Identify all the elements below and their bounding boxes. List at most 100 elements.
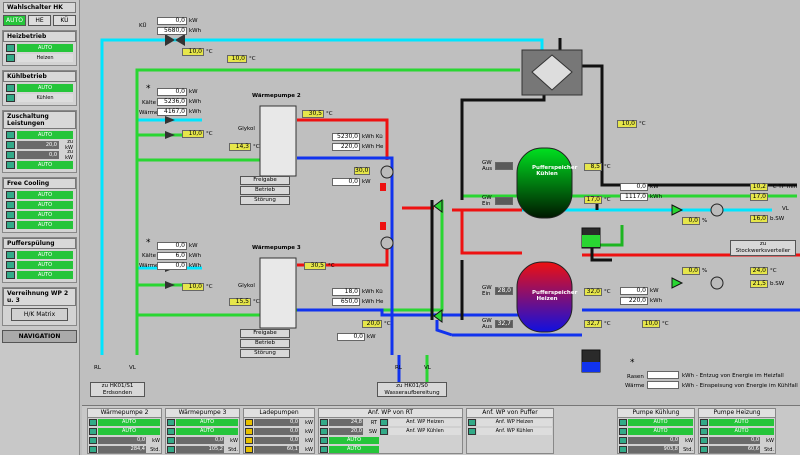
puffer-kuehl-gw-ein: GW Ein	[482, 195, 492, 207]
stockwerksverteiler-button[interactable]: zu Stockwerksverteiler	[730, 240, 796, 256]
pufferspuelung-status-3: AUTO	[17, 270, 73, 279]
expansion-vessel-kuehl-fill	[582, 235, 600, 247]
panel-ladepumpen-unit-2: kW	[305, 428, 313, 435]
wp2-stoerung-button[interactable]: Störung	[240, 196, 290, 205]
valve-wp2-2	[165, 131, 175, 139]
anf-wp-kuehlen-puffer-button[interactable]: Anf. WP Kühlen	[477, 428, 552, 435]
valve-wp3-2	[165, 281, 175, 289]
zu-hk02-wasser-button[interactable]: zu HK01/S0 Wasseraufbereitung	[377, 382, 447, 397]
zuschaltung-unit-2: zu kW	[65, 148, 73, 161]
zuschaltung-icon-4[interactable]	[6, 160, 15, 169]
wp3-stoerung-button[interactable]: Störung	[240, 349, 290, 358]
pufferspuelung-icon-2[interactable]	[6, 260, 15, 269]
pufferspuelung-title: Pufferspülung	[3, 238, 76, 249]
free-cooling-icon-2[interactable]	[6, 200, 15, 209]
pipe-black-right	[582, 64, 797, 187]
vl-kuehl-temp: 17,0	[750, 193, 768, 201]
panel-wp3-icon-1[interactable]	[167, 419, 175, 426]
panel-wp2-status-1: AUTO	[98, 419, 160, 426]
panel-wp3-kw-unit: kW	[230, 437, 238, 444]
wp2-star: *	[146, 84, 151, 94]
panel-anf-puffer-heizen-icon[interactable]	[468, 419, 476, 426]
pufferspuelung-icon-3[interactable]	[6, 270, 15, 279]
vl-heiz-t3: 10,0	[642, 320, 660, 328]
wp2-ku-kwh-unit: kWh Kü	[362, 134, 383, 140]
wp3-temp-in-unit: °C	[206, 284, 213, 290]
zuschaltung-value-2[interactable]: 0,0	[17, 150, 59, 159]
wp2-freigabe-button[interactable]: Freigabe	[240, 176, 290, 185]
pipe-temp-mid: 10,0	[617, 120, 637, 128]
zu-hk01-erdsonden-button[interactable]: zu HK01/S1 Erdsonden	[90, 382, 145, 397]
panel-ph-icon-3	[700, 437, 708, 444]
panel-ph-icon-1[interactable]	[700, 419, 708, 426]
wahlschalter-auto-button[interactable]: AUTO	[3, 15, 26, 26]
panel-wp2-icon-3	[89, 437, 97, 444]
kuehlen-icon[interactable]	[6, 93, 15, 102]
vl-heiz-kwh-unit: kWh	[650, 298, 663, 304]
puffer-kuehl-gw-ein-value	[495, 197, 513, 205]
heizbetrieb-status: AUTO	[17, 43, 73, 52]
panel-anf-rt-kuehlen-icon[interactable]	[380, 428, 388, 435]
kuehlen-label: Kühlen	[17, 93, 73, 102]
panel-anf-puffer: Anf. WP von Puffer Anf. WP Heizen Anf. W…	[466, 408, 554, 454]
free-cooling-icon-4[interactable]	[6, 220, 15, 229]
panel-anf-rt-icon-3[interactable]	[320, 437, 328, 444]
panel-wp2-icon-2[interactable]	[89, 428, 97, 435]
heizen-icon[interactable]	[6, 53, 15, 62]
anf-wp-heizen-puffer-button[interactable]: Anf. WP Heizen	[477, 419, 552, 426]
panel-wp2-kw-unit: kW	[152, 437, 160, 444]
zuschaltung-icon-3[interactable]	[6, 150, 15, 159]
wp3-unit	[259, 257, 297, 329]
wp3-temp-right-unit: °C	[328, 263, 335, 269]
hk-matrix-button[interactable]: H/K Matrix	[11, 308, 68, 321]
heizbetrieb-group: Heizbetrieb AUTO Heizen	[2, 30, 77, 66]
vl-heiz-temp: 24,0	[750, 267, 768, 275]
wp3-freigabe-button[interactable]: Freigabe	[240, 329, 290, 338]
expansion-vessel-heiz-fill	[582, 362, 600, 372]
panel-pk-icon-1[interactable]	[619, 419, 627, 426]
panel-ladepumpen-icon-3	[245, 437, 253, 444]
pufferspuelung-icon-1[interactable]	[6, 250, 15, 259]
navigation-button[interactable]: NAVIGATION	[2, 330, 77, 343]
puffer-heiz-t-top: 28,0	[495, 287, 513, 295]
zuschaltung-icon-2[interactable]	[6, 140, 15, 149]
vl-kuehl-rl-temp: 16,0	[750, 215, 768, 223]
wp3-kw2-value: 0,0	[337, 333, 365, 341]
panel-ladepumpen-val-3: 0,0	[254, 437, 299, 444]
zuschaltung-icon-1[interactable]	[6, 130, 15, 139]
panel-ph-icon-2[interactable]	[700, 428, 708, 435]
kuehlbetrieb-icon[interactable]	[6, 83, 15, 92]
panel-anf-rt-status-1: AUTO	[329, 437, 379, 444]
wp2-temp-out-unit: °C	[253, 144, 260, 150]
zuschaltung-value-1[interactable]: 20,0	[17, 140, 59, 149]
panel-pk-icon-2[interactable]	[619, 428, 627, 435]
puffer-heiz-gw-aus: GW Aus	[482, 318, 493, 330]
panel-wp2-kw: 0,0	[98, 437, 146, 444]
wp2-betrieb-button[interactable]: Betrieb	[240, 186, 290, 195]
wahlschalter-ku-button[interactable]: KÜ	[53, 15, 76, 26]
valve-kuehl	[671, 204, 684, 216]
wahlschalter-title: Wahlschalter HK	[3, 2, 76, 13]
wp2-kw2-unit: kW	[362, 179, 371, 185]
pump-wp2	[380, 165, 394, 179]
heizbetrieb-icon[interactable]	[6, 43, 15, 52]
puffer-heiz-t-bot: 32,7	[495, 320, 513, 328]
panel-wp2-icon-1[interactable]	[89, 419, 97, 426]
panel-anf-rt-status-2: AUTO	[329, 446, 379, 453]
panel-wp3-icon-2[interactable]	[167, 428, 175, 435]
panel-anf-rt-heizen-icon[interactable]	[380, 419, 388, 426]
wahlschalter-he-button[interactable]: HE	[28, 15, 51, 26]
zuschaltung-title: Zuschaltung Leistungen	[3, 111, 76, 129]
wp3-betrieb-button[interactable]: Betrieb	[240, 339, 290, 348]
panel-anf-rt-icon-4[interactable]	[320, 446, 328, 453]
panel-pk-std: 903,8	[628, 446, 679, 453]
free-cooling-icon-3[interactable]	[6, 210, 15, 219]
pipe-blue-wp2	[297, 156, 394, 355]
anf-wp-heizen-rt-button[interactable]: Anf. WP Heizen	[389, 419, 461, 426]
wp3-waerme-label: Wärme	[139, 263, 159, 269]
panel-anf-puffer-kuehlen-icon[interactable]	[468, 428, 476, 435]
free-cooling-icon-1[interactable]	[6, 190, 15, 199]
puffer-heiz-t-right: 32,0	[584, 288, 602, 296]
anf-wp-kuehlen-rt-button[interactable]: Anf. WP Kühlen	[389, 428, 461, 435]
